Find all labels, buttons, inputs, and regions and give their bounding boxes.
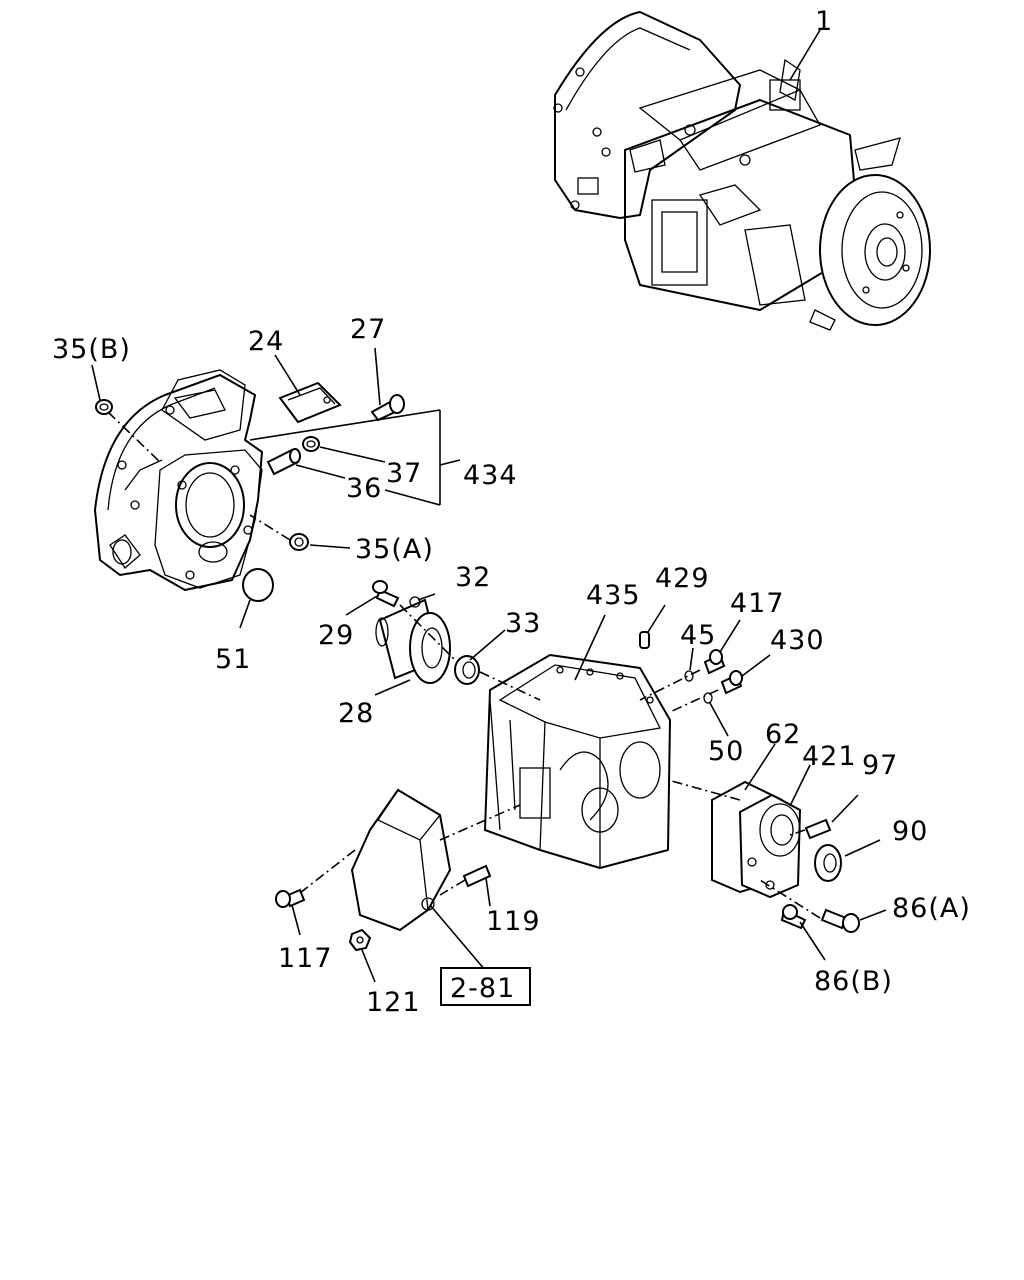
label-45: 45 (680, 620, 716, 651)
transmission-assembly (553, 11, 931, 331)
label-50: 50 (708, 736, 744, 767)
label-97: 97 (862, 750, 898, 781)
part-51-plug (242, 568, 274, 602)
part-417-plug (703, 649, 726, 675)
label-33: 33 (505, 608, 541, 639)
part-29-bolt (372, 580, 400, 608)
part-97-stud (804, 818, 832, 840)
label-435: 435 (586, 580, 641, 611)
label-429: 429 (655, 563, 710, 594)
callout-labels: 1 24 27 35(B) 37 434 36 35(A) 51 32 29 3… (52, 6, 971, 1018)
part-50-oring (703, 692, 713, 704)
label-421: 421 (802, 741, 857, 772)
part-36-pin (266, 448, 301, 476)
part-45-oring (684, 670, 694, 682)
label-121: 121 (366, 987, 421, 1018)
label-90: 90 (892, 816, 928, 847)
part-28-retainer (375, 598, 451, 684)
part-33-seal (454, 655, 480, 685)
label-36: 36 (346, 473, 382, 504)
label-62: 62 (765, 719, 801, 750)
part-86b-bolt (780, 904, 807, 930)
part-32-oring (409, 596, 421, 608)
label-86b: 86(B) (814, 966, 893, 997)
part-430-plug (720, 670, 743, 695)
part-435-case (484, 654, 671, 869)
part-27-bolt (370, 394, 405, 422)
part-117-bolt (275, 888, 306, 908)
label-32: 32 (455, 562, 491, 593)
label-24: 24 (248, 326, 284, 357)
part-37-bushing (302, 436, 320, 452)
label-51: 51 (215, 644, 251, 675)
label-28: 28 (338, 698, 374, 729)
reference-box (440, 967, 531, 1006)
label-35b: 35(B) (52, 334, 131, 365)
part-86a-bolt (820, 908, 860, 933)
label-434: 434 (463, 460, 518, 491)
label-417: 417 (730, 588, 785, 619)
label-1: 1 (815, 6, 833, 37)
lower-cover (350, 788, 452, 932)
label-430: 430 (770, 625, 825, 656)
part-429-pin (639, 631, 650, 649)
label-35a: 35(A) (355, 534, 434, 565)
part-119-stud (462, 864, 492, 888)
label-27: 27 (350, 314, 386, 345)
part-35a-bushing (289, 533, 309, 551)
part-421-housing (738, 793, 802, 899)
label-119: 119 (486, 906, 541, 937)
leader-lines (91, 29, 887, 983)
part-90-seal (814, 844, 842, 882)
alignment-lines (107, 411, 821, 919)
clutch-housing (94, 369, 263, 591)
label-2-81: 2-81 (450, 973, 515, 1004)
part-35b-bushing (95, 399, 113, 415)
label-29: 29 (318, 620, 354, 651)
label-117: 117 (278, 943, 333, 974)
label-37: 37 (386, 458, 422, 489)
part-24-plate (278, 381, 342, 424)
part-121-nut (348, 928, 372, 952)
label-86a: 86(A) (892, 893, 971, 924)
